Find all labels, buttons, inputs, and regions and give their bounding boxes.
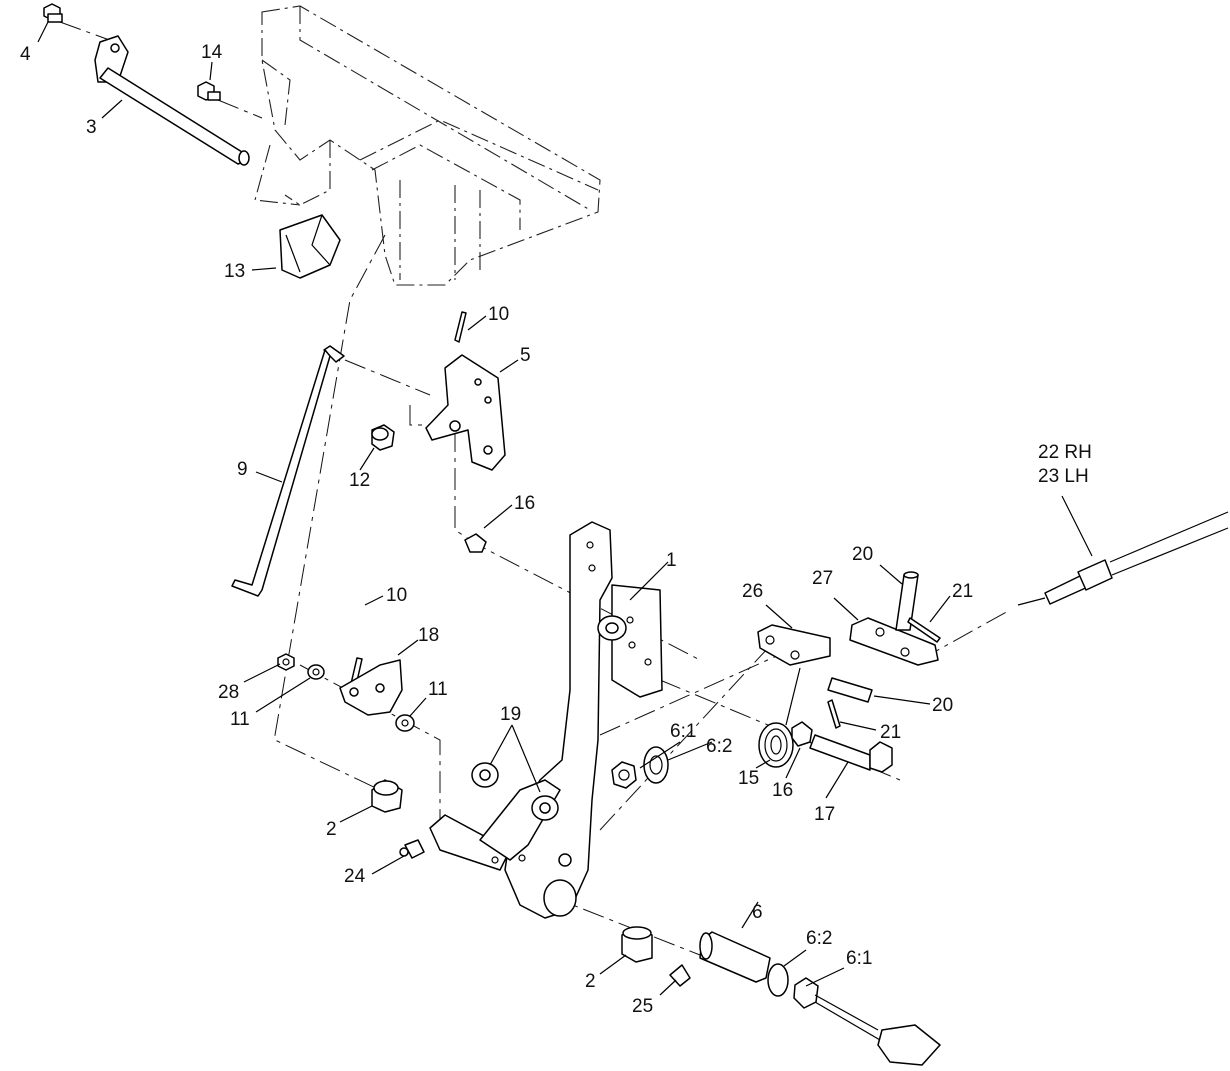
callout-10-upper: 10 <box>488 304 509 325</box>
callout-22-rh: 22 RH <box>1038 442 1092 463</box>
part-13-ratchet <box>279 214 341 279</box>
callout-23-lh: 23 LH <box>1038 466 1089 487</box>
callout-27: 27 <box>812 568 833 589</box>
callout-25: 25 <box>632 996 653 1017</box>
callout-9: 9 <box>237 459 248 480</box>
part-16-bushing-lower <box>791 721 813 747</box>
part-20-pin-lower <box>827 677 873 703</box>
callout-28: 28 <box>218 682 239 703</box>
part-6-2-washer-lower <box>767 963 789 997</box>
part-10-cotter-pin-upper <box>454 311 467 343</box>
part-16-bushing-upper <box>464 533 487 553</box>
part-12-bushing <box>371 424 395 451</box>
callout-6-2-upper: 6:2 <box>706 736 732 757</box>
callout-21-lower: 21 <box>880 722 901 743</box>
callout-24: 24 <box>344 866 366 887</box>
callout-16-lower: 16 <box>772 780 793 801</box>
part-22-23-cable <box>1017 511 1229 606</box>
part-28-nut <box>277 653 295 671</box>
part-18-latch <box>339 659 403 716</box>
callout-10-lower: 10 <box>386 585 407 606</box>
leader-lines <box>37 21 1093 996</box>
part-24-grease-fitting <box>399 839 425 859</box>
callout-3: 3 <box>86 117 97 138</box>
callout-6: 6 <box>752 902 763 923</box>
callout-20-lower: 20 <box>932 695 953 716</box>
part-6-1-nut-upper <box>611 761 637 789</box>
part-25-clip <box>669 964 691 987</box>
callout-6-2-lower: 6:2 <box>806 928 832 949</box>
callout-17: 17 <box>814 804 835 825</box>
part-11-washer-right <box>395 714 415 732</box>
callout-14: 14 <box>201 42 223 63</box>
callout-20-upper: 20 <box>852 544 873 565</box>
callout-6-1-lower: 6:1 <box>846 948 872 969</box>
part-6-sensor <box>699 931 771 983</box>
part-5-bracket <box>425 354 506 471</box>
part-lower-arm <box>429 762 561 871</box>
part-26-clevis <box>757 624 831 666</box>
callout-13: 13 <box>224 261 245 282</box>
callout-labels: 4 3 14 13 10 5 9 12 16 1 10 18 28 11 11 … <box>20 42 1092 1017</box>
callout-16-upper: 16 <box>514 493 535 514</box>
callout-2-left: 2 <box>326 819 337 840</box>
part-21-cotter-upper <box>907 617 941 643</box>
callout-11-right: 11 <box>428 679 448 700</box>
callout-2-lower: 2 <box>585 971 596 992</box>
part-17-bolt <box>809 734 893 773</box>
part-2-bushing-left <box>371 779 403 813</box>
part-14-bolt <box>197 81 221 101</box>
part-9-rod <box>231 345 345 597</box>
part-1-pedal <box>504 521 663 919</box>
part-27-plate <box>849 617 939 666</box>
callout-26: 26 <box>742 581 763 602</box>
part-11-washer-left <box>307 664 325 680</box>
part-4-bolt <box>43 3 63 23</box>
callout-4: 4 <box>20 44 31 65</box>
callout-11-left: 11 <box>230 709 250 730</box>
callout-19: 19 <box>500 704 521 725</box>
part-3-shaft <box>94 35 250 166</box>
callout-15: 15 <box>738 768 759 789</box>
callout-5: 5 <box>520 345 531 366</box>
callout-6-1-upper: 6:1 <box>670 721 696 742</box>
part-20-pin-upper <box>895 571 919 631</box>
callout-18: 18 <box>418 625 439 646</box>
part-2-bushing-lower <box>621 926 653 963</box>
callout-21-upper: 21 <box>952 581 973 602</box>
part-15-spring <box>758 667 801 768</box>
part-21-cotter-lower <box>827 699 841 729</box>
callout-1: 1 <box>666 550 677 571</box>
frame-phantom <box>254 5 601 286</box>
callout-12: 12 <box>349 470 370 491</box>
part-6-1-nut-lower <box>793 977 941 1066</box>
